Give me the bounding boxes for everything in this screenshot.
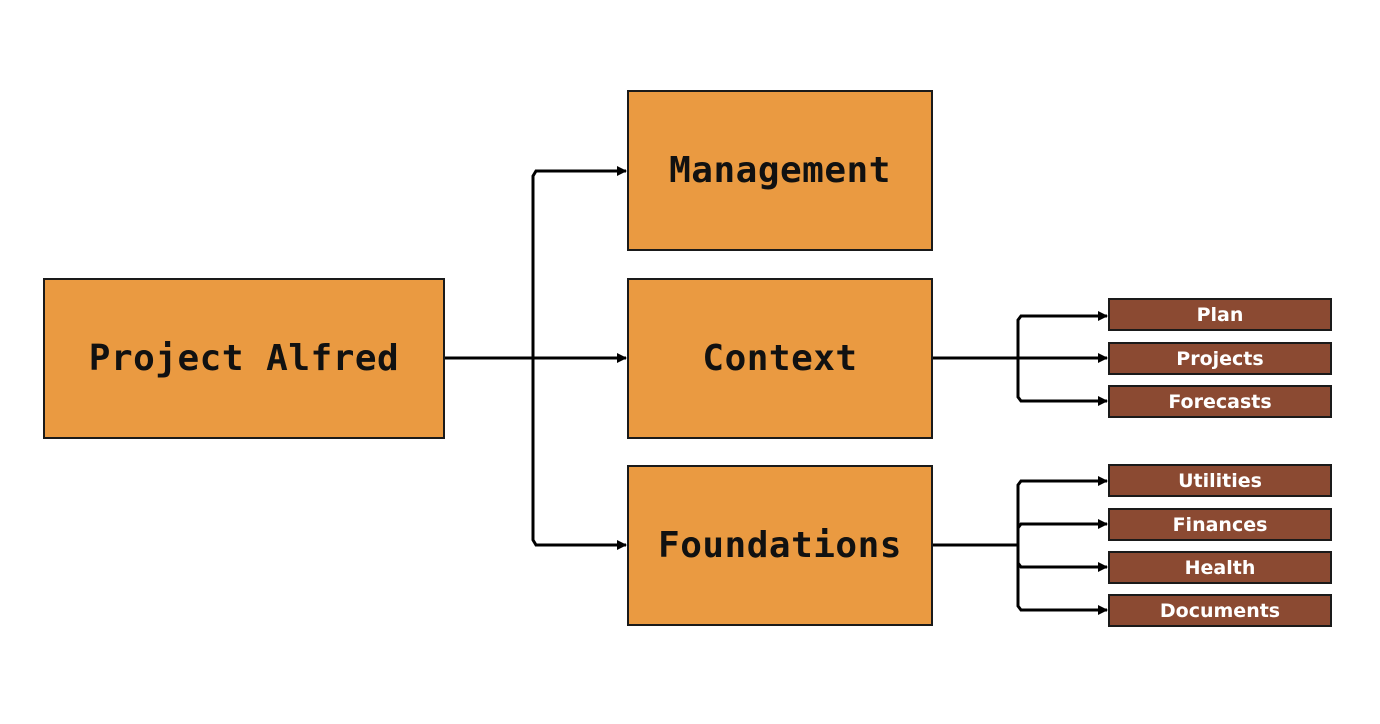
- spine-to-management-arrow: [531, 166, 627, 358]
- leaf-node-projects: Projects: [1108, 342, 1332, 375]
- root-connectors: [445, 166, 627, 550]
- context-to-plan-arrow: [1016, 311, 1108, 358]
- leaf-node-label: Utilities: [1178, 469, 1262, 492]
- management-node-label: Management: [669, 150, 891, 191]
- leaf-node-label: Plan: [1196, 303, 1244, 326]
- foundations-to-utilities-arrow: [1016, 476, 1108, 545]
- foundations-connectors: [933, 476, 1108, 615]
- leaf-node-plan: Plan: [1108, 298, 1332, 331]
- leaf-node-label: Forecasts: [1168, 390, 1272, 413]
- leaf-node-label: Finances: [1172, 513, 1268, 536]
- foundations-to-health-arrow: [1016, 545, 1108, 572]
- foundations-node-label: Foundations: [658, 525, 902, 566]
- management-node: Management: [627, 90, 933, 251]
- leaf-node-utilities: Utilities: [1108, 464, 1332, 497]
- foundations-node: Foundations: [627, 465, 933, 626]
- leaf-node-label: Projects: [1176, 347, 1264, 370]
- root-node: Project Alfred: [43, 278, 445, 439]
- context-to-forecasts-arrow: [1016, 358, 1108, 406]
- root-node-label: Project Alfred: [88, 338, 400, 379]
- foundations-to-finances-arrow: [1016, 519, 1108, 545]
- leaf-node-finances: Finances: [1108, 508, 1332, 541]
- leaf-node-label: Documents: [1159, 599, 1281, 622]
- foundations-to-documents-arrow: [1016, 545, 1108, 615]
- spine-to-foundations-arrow: [531, 358, 627, 550]
- context-node-label: Context: [702, 338, 858, 379]
- leaf-node-label: Health: [1184, 556, 1256, 579]
- leaf-node-forecasts: Forecasts: [1108, 385, 1332, 418]
- context-node: Context: [627, 278, 933, 439]
- leaf-node-health: Health: [1108, 551, 1332, 584]
- leaf-node-documents: Documents: [1108, 594, 1332, 627]
- context-connectors: [933, 311, 1108, 406]
